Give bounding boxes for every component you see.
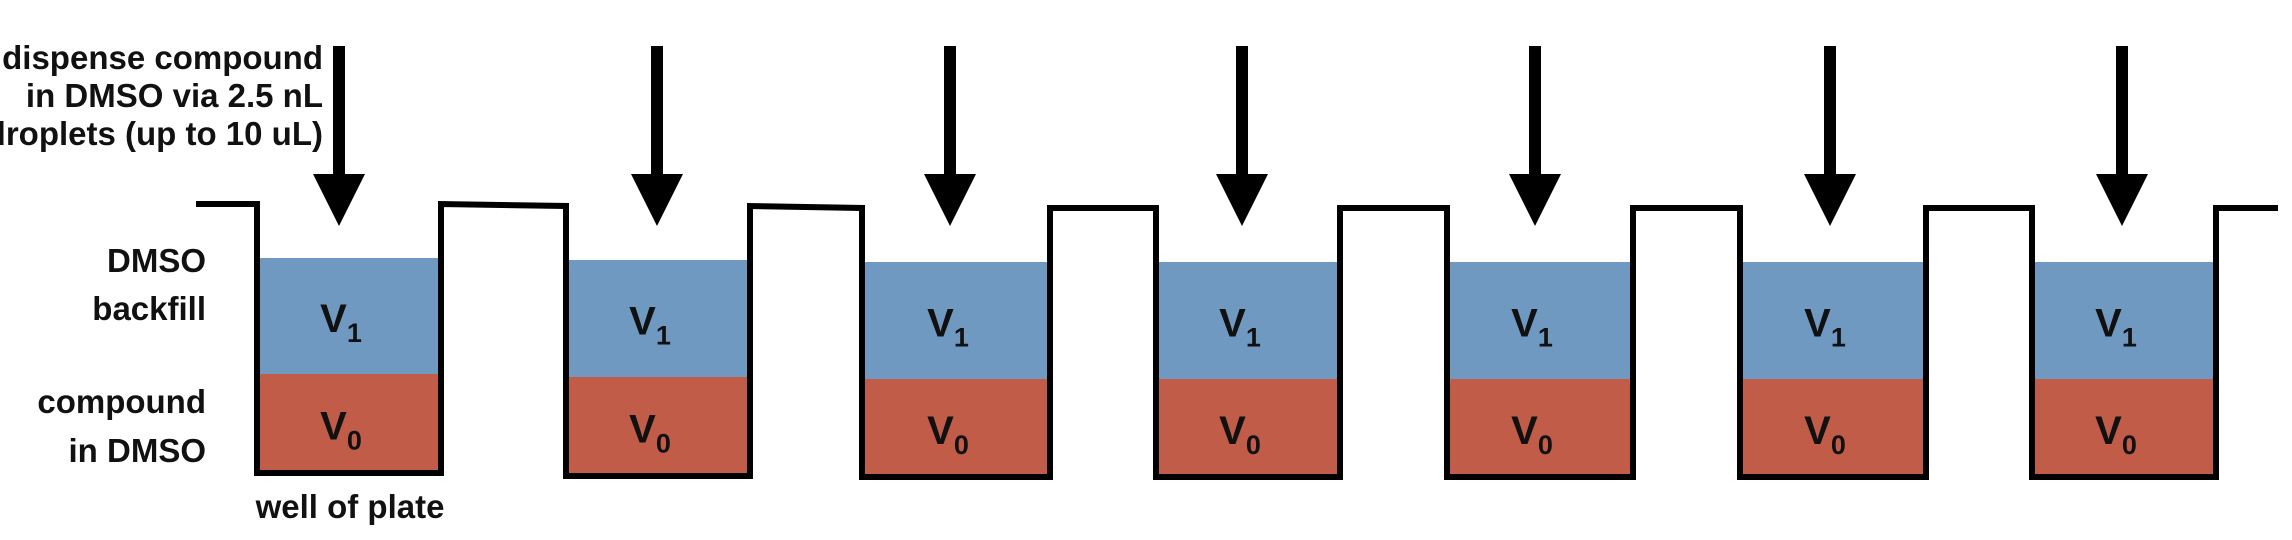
down-arrow-icon [2096, 46, 2148, 226]
dmso-backfill-label-line-2: backfill [92, 290, 206, 327]
dispense-annotation-line-1: dispense compound [2, 39, 323, 76]
down-arrow-icon [1216, 46, 1268, 226]
down-arrow-icon [924, 46, 976, 226]
compound-layer [1740, 379, 1926, 477]
v1-label: V1 [1804, 302, 1846, 353]
dmso-backfill-layer [1156, 262, 1340, 379]
compound-layer [257, 374, 441, 473]
compound-in-dmso-label-line-2: in DMSO [69, 432, 207, 469]
dmso-backfill-layer [862, 262, 1050, 379]
well-of-plate-label: well of plate [255, 488, 445, 525]
plate-outline [196, 200, 2278, 480]
compound-layer [862, 379, 1050, 477]
dispense-annotation-line-3: droplets (up to 10 uL) [0, 115, 323, 152]
dmso-backfill-layer [566, 260, 750, 377]
v1-label: V1 [629, 300, 671, 351]
dispense-annotation-line-2: in DMSO via 2.5 nL [26, 77, 323, 114]
dmso-backfill-layer [2032, 262, 2216, 379]
arrows-group [313, 46, 2148, 226]
compound-layer [1447, 379, 1633, 477]
dmso-backfill-layer [1740, 262, 1926, 379]
dmso-backfill-layer [1447, 262, 1633, 379]
dmso-backfill-layer [257, 258, 441, 374]
compound-layer [566, 377, 750, 476]
compound-layer [1156, 379, 1340, 477]
down-arrow-icon [1804, 46, 1856, 226]
down-arrow-icon [313, 46, 365, 226]
down-arrow-icon [1509, 46, 1561, 226]
compound-layer [2032, 379, 2216, 477]
v0-label: V0 [1511, 409, 1553, 460]
dmso-backfill-label-line-1: DMSO [107, 242, 206, 279]
down-arrow-icon [631, 46, 683, 226]
compound-in-dmso-label-line-1: compound [37, 383, 206, 420]
v1-label: V1 [927, 302, 969, 353]
